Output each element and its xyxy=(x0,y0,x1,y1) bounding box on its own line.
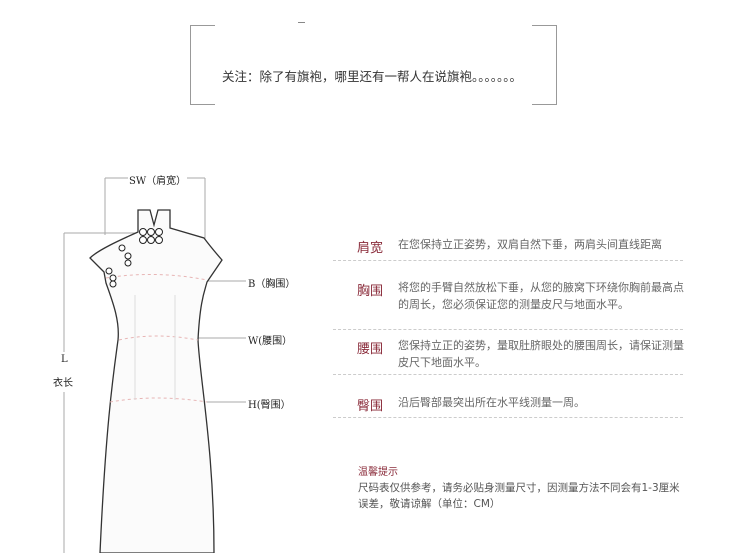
measurement-text: 在您保持立正姿势，双肩自然下垂，两肩头间直线距离 xyxy=(398,238,662,251)
tip-title: 温馨提示 xyxy=(358,467,398,478)
measurement-label: 肩宽 xyxy=(357,241,384,256)
measurement-label: 胸围 xyxy=(357,284,384,299)
qipao-diagram xyxy=(63,177,246,553)
measurement-row-bust: 胸围 将您的手臂自然放松下垂，从您的腋窝下环绕你胸前最高点的周长，您必须保证您的… xyxy=(333,261,684,330)
dress-outline xyxy=(89,209,223,553)
measurement-label: 腰围 xyxy=(357,342,384,357)
length-label: L xyxy=(61,354,68,365)
measure-lines xyxy=(105,273,208,403)
waist-label: W(腰围） xyxy=(248,336,293,347)
sw-label: SW（肩宽） xyxy=(129,176,187,187)
measurement-guides xyxy=(63,177,246,553)
hip-label: H(臀围） xyxy=(248,400,291,411)
tip-text: 尺码表仅供参考，请务必贴身测量尺寸，因测量方法不同会有1-3厘米误差，敬请谅解（… xyxy=(358,482,680,510)
measurement-label: 臀围 xyxy=(357,399,384,414)
measurement-row-hip: 臀围 沿后臀部最突出所在水平线测量一周。 xyxy=(333,375,683,418)
notice-text: 关注：除了有旗袍，哪里还有一帮人在说旗袍。。。。。。。 xyxy=(222,69,523,84)
measurement-text: 您保持立正的姿势，量取肚脐眼处的腰围周长，请保证测量皮尺下地面水平。 xyxy=(398,339,684,369)
frog-buttons xyxy=(105,228,163,288)
measurement-row-shoulder: 肩宽 在您保持立正姿势，双肩自然下垂，两肩头间直线距离 xyxy=(333,232,683,261)
measurement-text: 沿后臀部最突出所在水平线测量一周。 xyxy=(398,396,585,409)
dress-seams xyxy=(134,295,176,400)
length-sublabel: 衣长 xyxy=(53,378,73,389)
measurement-row-waist: 腰围 您保持立正的姿势，量取肚脐眼处的腰围周长，请保证测量皮尺下地面水平。 xyxy=(333,330,684,375)
bust-label: B（胸围） xyxy=(248,279,296,290)
frame-right-bracket xyxy=(532,25,557,105)
frame-top-mark xyxy=(298,22,305,23)
frame-left-bracket xyxy=(190,25,215,105)
measurement-text: 将您的手臂自然放松下垂，从您的腋窝下环绕你胸前最高点的周长，您必须保证您的测量皮… xyxy=(398,281,684,311)
